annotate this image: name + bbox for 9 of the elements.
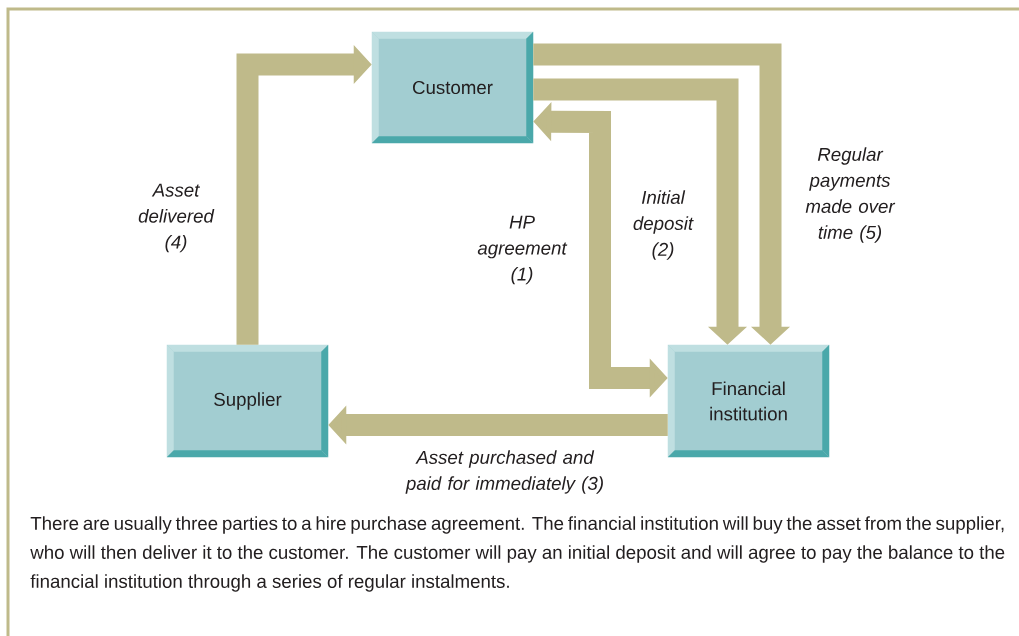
process-box: Supplier xyxy=(166,344,329,458)
edge-label: HP agreement (1) xyxy=(477,215,568,285)
process-box: Financial institution xyxy=(667,344,830,458)
edge-label: Asset delivered (4) xyxy=(138,183,215,253)
process-box: Customer xyxy=(371,31,534,144)
caption: There are usually three parties to a hire purchase agreement. The financial institution will buy the asset from the supplier, who will then deliver it to the customer. The customer will pay an initial deposit and will agree to pay the balance to the financial institution through a series of regular instalments. xyxy=(30,516,1005,592)
edge-label: Regular payments made over time (5) xyxy=(805,147,896,243)
edge-label: Initial deposit (2) xyxy=(633,190,694,260)
edge-label: Asset purchased and paid for immediately (3) xyxy=(405,450,603,494)
